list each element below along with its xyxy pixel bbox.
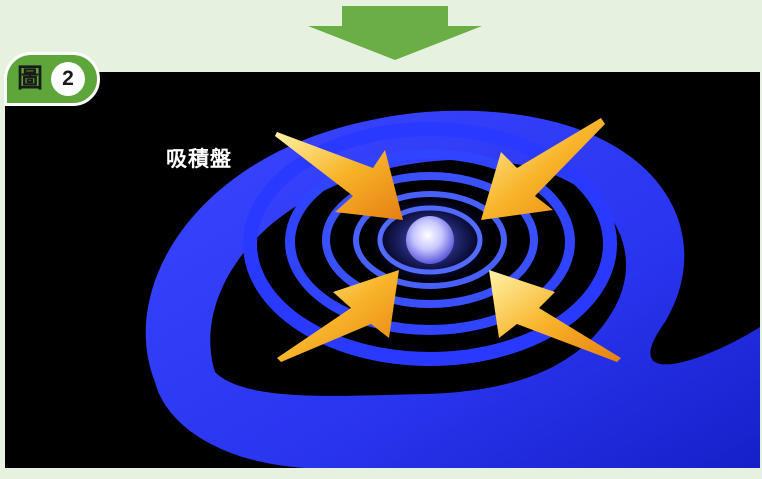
central-protostar (406, 216, 454, 264)
figure-char: 圖 (17, 66, 43, 92)
accretion-disk-label: 吸積盤 (166, 143, 232, 173)
figure-badge: 圖 2 (4, 52, 100, 106)
accretion-disk-illustration (5, 72, 760, 468)
accretion-disk-image (5, 72, 760, 468)
figure-number: 2 (51, 62, 85, 96)
down-arrow-icon (0, 0, 762, 70)
